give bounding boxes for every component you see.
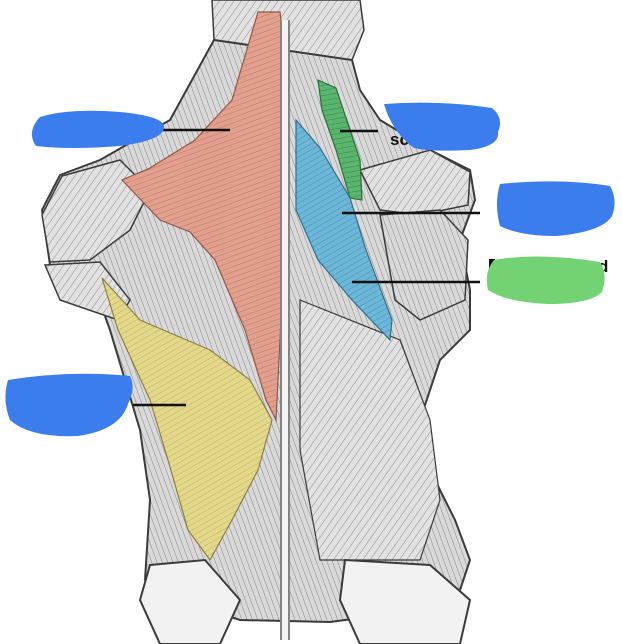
- right-erector: [299, 299, 441, 561]
- label-masks: [5, 102, 615, 437]
- right-pelvis: [338, 558, 472, 644]
- left-pelvis: [138, 558, 242, 644]
- mask-top-right: [384, 102, 500, 151]
- right-teres: [379, 209, 469, 321]
- latissimus-dorsi-muscle: [101, 277, 273, 562]
- highlighted-muscles: [101, 11, 393, 562]
- left-shoulder: [41, 159, 151, 263]
- mask-lower-right: [486, 256, 605, 304]
- leader-lines: [133, 128, 480, 407]
- mask-top-left: [31, 110, 165, 148]
- label-lower-right: d: [598, 257, 608, 276]
- mask-bottom-left: [5, 373, 133, 437]
- rhomboid-muscle: [295, 118, 393, 342]
- levator-scapulae-muscle: [317, 79, 363, 201]
- mask-mid-right: [497, 181, 615, 236]
- spine: [280, 20, 290, 640]
